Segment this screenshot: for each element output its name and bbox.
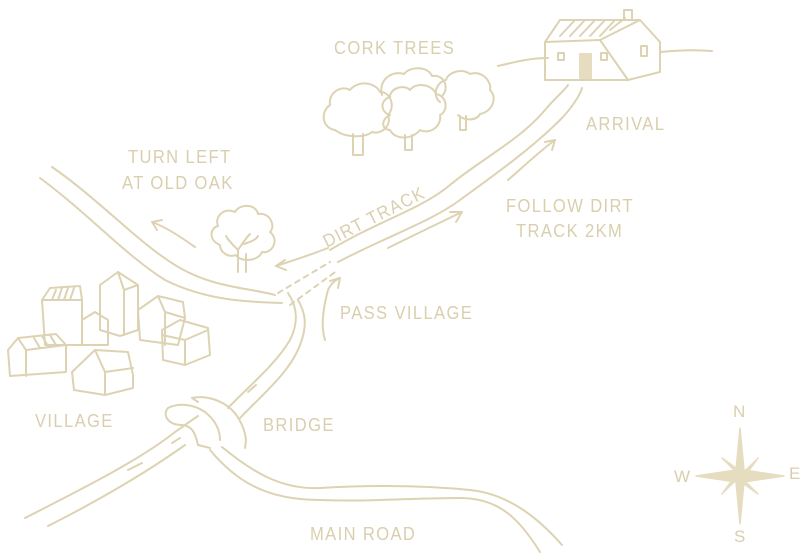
farmhouse-icon bbox=[544, 9, 661, 81]
direction-arrow-icon bbox=[151, 139, 556, 341]
label-main-road: MAIN ROAD bbox=[310, 524, 417, 544]
compass-south: S bbox=[734, 527, 746, 546]
dirt-track bbox=[277, 84, 583, 306]
label-arrival: ARRIVAL bbox=[586, 114, 666, 134]
compass-east: E bbox=[789, 464, 801, 483]
compass-west: W bbox=[674, 467, 691, 486]
label-pass-village: PASS VILLAGE bbox=[340, 303, 474, 323]
label-turn-left-line1: TURN LEFT bbox=[128, 147, 232, 167]
label-follow-line2: TRACK 2KM bbox=[516, 221, 624, 241]
bridge-icon bbox=[164, 396, 247, 449]
label-follow-line1: FOLLOW DIRT bbox=[506, 196, 635, 216]
main-road bbox=[24, 166, 563, 553]
label-bridge: BRIDGE bbox=[263, 415, 335, 435]
village-house-icon bbox=[7, 271, 211, 396]
label-cork-trees: CORK TREES bbox=[334, 38, 456, 58]
label-village: VILLAGE bbox=[35, 411, 114, 431]
oak-tree-icon bbox=[210, 204, 276, 273]
cork-tree-icon bbox=[322, 67, 495, 156]
label-turn-left-line2: AT OLD OAK bbox=[122, 173, 234, 193]
compass-rose-icon bbox=[695, 427, 785, 525]
compass-north: N bbox=[733, 402, 746, 421]
